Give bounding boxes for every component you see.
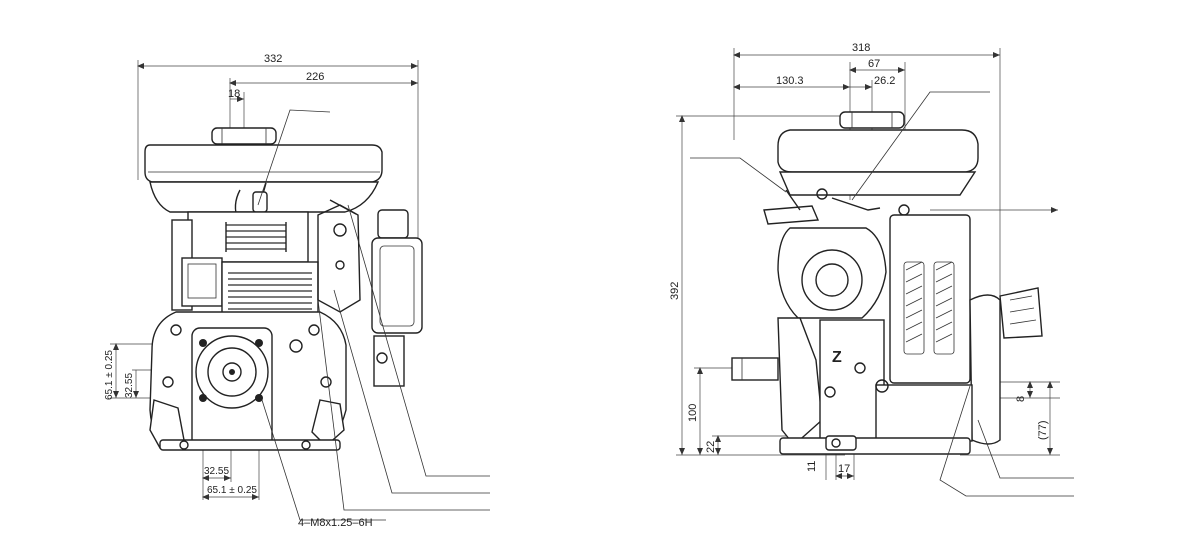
dim-label-130-3: 130.3 xyxy=(776,75,804,87)
engine-side-body xyxy=(731,111,1043,455)
dim-label-100: 100 xyxy=(687,404,699,422)
dim-label-32-55-horizontal: 32.55 xyxy=(204,466,229,477)
dim-label-11: 11 xyxy=(806,461,818,472)
dim-label-226: 226 xyxy=(306,71,324,83)
dim-label-8: 8 xyxy=(1015,396,1027,402)
front-leaders xyxy=(257,109,490,521)
dim-label-77: (77) xyxy=(1037,420,1049,440)
dim-label-26-2: 26.2 xyxy=(874,75,895,87)
dim-label-65-vertical: 65.1 ± 0.25 xyxy=(104,350,115,400)
dim-label-318: 318 xyxy=(852,42,870,54)
side-leaders xyxy=(690,91,1074,497)
dim-label-17: 17 xyxy=(838,463,850,475)
shaft-mark-z: Z xyxy=(832,349,842,366)
thread-callout-label: 4–M8x1.25–6H xyxy=(298,517,373,529)
engine-front-body xyxy=(144,127,423,451)
dim-label-18: 18 xyxy=(228,88,240,100)
dim-label-67: 67 xyxy=(868,58,880,70)
dim-label-22: 22 xyxy=(705,441,717,453)
dim-label-392: 392 xyxy=(669,282,681,300)
dim-label-32-55-vertical: 32.55 xyxy=(124,373,135,398)
dim-label-332: 332 xyxy=(264,53,282,65)
muffler-vent-slots xyxy=(903,261,955,355)
side-view: 318 67 130.3 26.2 392 100 22 11 17 8 (77… xyxy=(669,42,1074,497)
front-view: 332 226 18 65.1 ± 0.25 32.55 32.55 65.1 … xyxy=(104,53,490,529)
dim-label-65-horizontal: 65.1 ± 0.25 xyxy=(207,485,257,496)
